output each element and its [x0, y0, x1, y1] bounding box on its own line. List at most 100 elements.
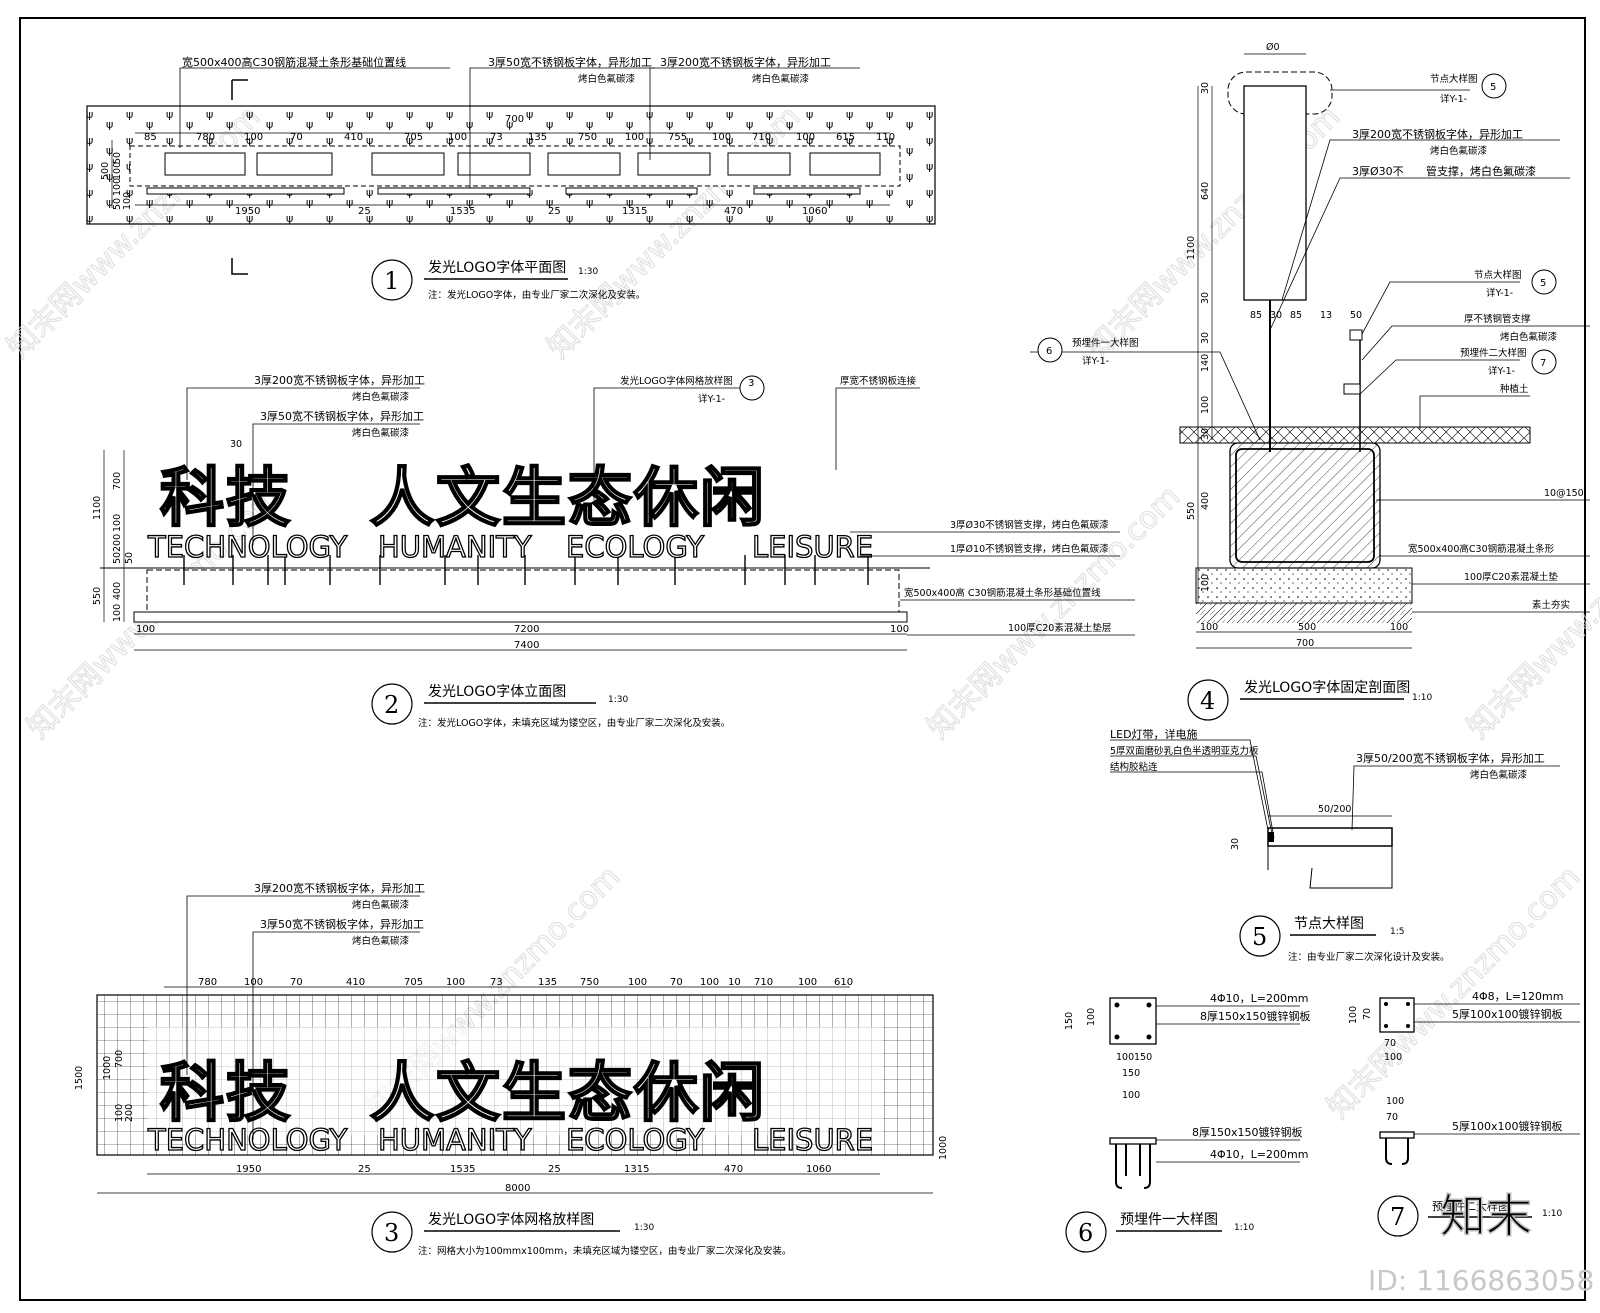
svg-text:50/200: 50/200	[1318, 804, 1351, 815]
grid-logo-cn-right: 人文生态休闲	[370, 1057, 766, 1131]
svg-text:管支撑，烤白色氟碳漆: 管支撑，烤白色氟碳漆	[1426, 164, 1536, 178]
svg-text:节点大样图: 节点大样图	[1430, 73, 1478, 85]
svg-text:3: 3	[384, 1219, 399, 1247]
svg-text:100: 100	[448, 132, 467, 143]
svg-text:7: 7	[1390, 1203, 1405, 1231]
embed-2-dims: 100 70 70 100 100 70	[1348, 1006, 1404, 1123]
svg-text:1315: 1315	[622, 206, 647, 217]
svg-text:710: 710	[754, 977, 773, 988]
svg-text:100厚C20素混凝土垫: 100厚C20素混凝土垫	[1464, 571, 1558, 583]
elevation-dims-left: 1100 700 100 200 50 50 550 400 100	[92, 472, 135, 622]
svg-text:1:5: 1:5	[1390, 927, 1404, 937]
svg-text:详Y-1-: 详Y-1-	[698, 393, 725, 405]
svg-text:详Y-1-: 详Y-1-	[1440, 93, 1467, 105]
sheet-border	[19, 17, 1586, 1301]
svg-text:150: 150	[1064, 1012, 1075, 1030]
svg-text:3厚200宽不锈钢板字体，异形加工: 3厚200宽不锈钢板字体，异形加工	[254, 373, 425, 387]
svg-text:550: 550	[92, 587, 103, 605]
view-2-number-circle	[371, 683, 413, 725]
svg-text:25: 25	[548, 206, 561, 217]
svg-text:100: 100	[446, 977, 465, 988]
svg-text:30: 30	[1200, 332, 1211, 344]
svg-text:LED灯带，详电施: LED灯带，详电施	[1110, 727, 1198, 741]
node-plate	[1267, 827, 1393, 847]
svg-text:宽500x400高C30钢筋混凝土条形: 宽500x400高C30钢筋混凝土条形	[1408, 543, 1555, 555]
svg-text:节点大样图: 节点大样图	[1474, 269, 1522, 281]
svg-text:4Φ10，L=200mm: 4Φ10，L=200mm	[1210, 992, 1308, 1005]
grid-dim-overall: 8000	[505, 1183, 530, 1194]
view-5-node-detail: 50/200 30 LED灯带，详电施 5厚双面磨砂乳白色半透明亚克力板 结构胶…	[1110, 727, 1560, 963]
view-3-grid: 科技 人文生态休闲 TECHNOLOGY HUMANITY ECOLOGY LE…	[74, 881, 949, 1257]
svg-text:1060: 1060	[806, 1164, 831, 1175]
section-concrete-footing	[1229, 442, 1381, 569]
svg-text:3厚Ø30不锈钢管支撑，烤白色氟碳漆: 3厚Ø30不锈钢管支撑，烤白色氟碳漆	[950, 519, 1109, 531]
svg-text:宽500x400高 C30钢筋混凝土条形基础位置线: 宽500x400高 C30钢筋混凝土条形基础位置线	[904, 587, 1101, 599]
elevation-logo-en-4: LEISURE	[752, 530, 873, 564]
elevation-dims-bottom: 100 7200 100 7400	[136, 624, 909, 651]
svg-text:70: 70	[670, 977, 683, 988]
grid-logo-cn-left: 科技	[160, 1057, 292, 1131]
svg-text:100: 100	[1386, 1096, 1404, 1107]
svg-text:4Φ8，L=120mm: 4Φ8，L=120mm	[1472, 990, 1563, 1003]
svg-text:100: 100	[798, 977, 817, 988]
view-6-embed-1: 4Φ10，L=200mm 8厚150x150镀锌钢板 150 100 100 1…	[1064, 992, 1311, 1253]
svg-text:1100: 1100	[92, 496, 103, 520]
svg-text:1000: 1000	[102, 1056, 113, 1080]
svg-text:100: 100	[244, 132, 263, 143]
svg-text:1:30: 1:30	[608, 695, 628, 705]
svg-text:25: 25	[358, 1164, 371, 1175]
svg-text:100: 100	[625, 132, 644, 143]
svg-text:25: 25	[358, 206, 371, 217]
svg-text:780: 780	[198, 977, 217, 988]
svg-text:705: 705	[404, 977, 423, 988]
svg-text:30: 30	[1200, 82, 1211, 94]
view-7-embed-2: 4Φ8，L=120mm 5厚100x100镀锌钢板 100 70 70 100 …	[1348, 990, 1580, 1237]
elevation-logo-cn-right: 人文生态休闲	[370, 462, 766, 536]
svg-text:8厚150x150镀锌钢板: 8厚150x150镀锌钢板	[1200, 1009, 1311, 1023]
svg-text:50: 50	[112, 198, 123, 210]
svg-text:3厚200宽不锈钢板字体，异形加工: 3厚200宽不锈钢板字体，异形加工	[1352, 127, 1523, 141]
svg-text:400: 400	[1200, 492, 1211, 510]
svg-text:470: 470	[724, 1164, 743, 1175]
view-5-note: 注：由专业厂家二次深化设计及安装。	[1288, 951, 1450, 963]
svg-text:640: 640	[1200, 182, 1211, 200]
svg-text:8厚150x150镀锌钢板: 8厚150x150镀锌钢板	[1192, 1125, 1303, 1139]
section-cushion	[1195, 567, 1413, 604]
svg-text:135: 135	[528, 132, 547, 143]
svg-text:1535: 1535	[450, 206, 475, 217]
svg-text:100: 100	[712, 132, 731, 143]
svg-text:5厚100x100镀锌钢板: 5厚100x100镀锌钢板	[1452, 1119, 1563, 1133]
watermark-text: 知末网www.znzmo.com	[1461, 479, 1600, 745]
view-5-number-circle	[1239, 915, 1281, 957]
svg-text:50: 50	[112, 552, 123, 564]
svg-text:5厚双面磨砂乳白色半透明亚克力板: 5厚双面磨砂乳白色半透明亚克力板	[1110, 745, 1259, 757]
view-1-number-circle	[371, 259, 413, 301]
svg-text:1950: 1950	[235, 206, 260, 217]
svg-text:50: 50	[1350, 310, 1362, 321]
svg-text:7200: 7200	[514, 624, 539, 635]
svg-text:110: 110	[876, 132, 895, 143]
svg-text:素土夯实: 素土夯实	[1532, 599, 1570, 611]
svg-text:70: 70	[1362, 1008, 1373, 1020]
embed-1-dims: 150 100 100 150 150 100	[1064, 1008, 1152, 1101]
svg-text:705: 705	[404, 132, 423, 143]
svg-text:25: 25	[548, 1164, 561, 1175]
svg-text:700: 700	[114, 1050, 125, 1068]
svg-text:85: 85	[1250, 310, 1262, 321]
plan-callout-50-plate: 3厚50宽不锈钢板字体，异形加工	[488, 55, 652, 69]
svg-text:750: 750	[578, 132, 597, 143]
svg-text:140: 140	[1200, 354, 1211, 372]
svg-text:135: 135	[538, 977, 557, 988]
view-7-title: 预埋件二大样图	[1432, 1199, 1509, 1213]
svg-text:5: 5	[1252, 923, 1267, 951]
plan-english-strips	[146, 187, 861, 195]
plan-letter-plates	[164, 152, 881, 176]
svg-text:5厚100x100镀锌钢板: 5厚100x100镀锌钢板	[1452, 1007, 1563, 1021]
svg-text:1100: 1100	[1186, 236, 1197, 260]
svg-text:30: 30	[1270, 310, 1282, 321]
svg-text:780: 780	[196, 132, 215, 143]
svg-text:1950: 1950	[236, 1164, 261, 1175]
section-planting-soil	[1179, 426, 1531, 444]
